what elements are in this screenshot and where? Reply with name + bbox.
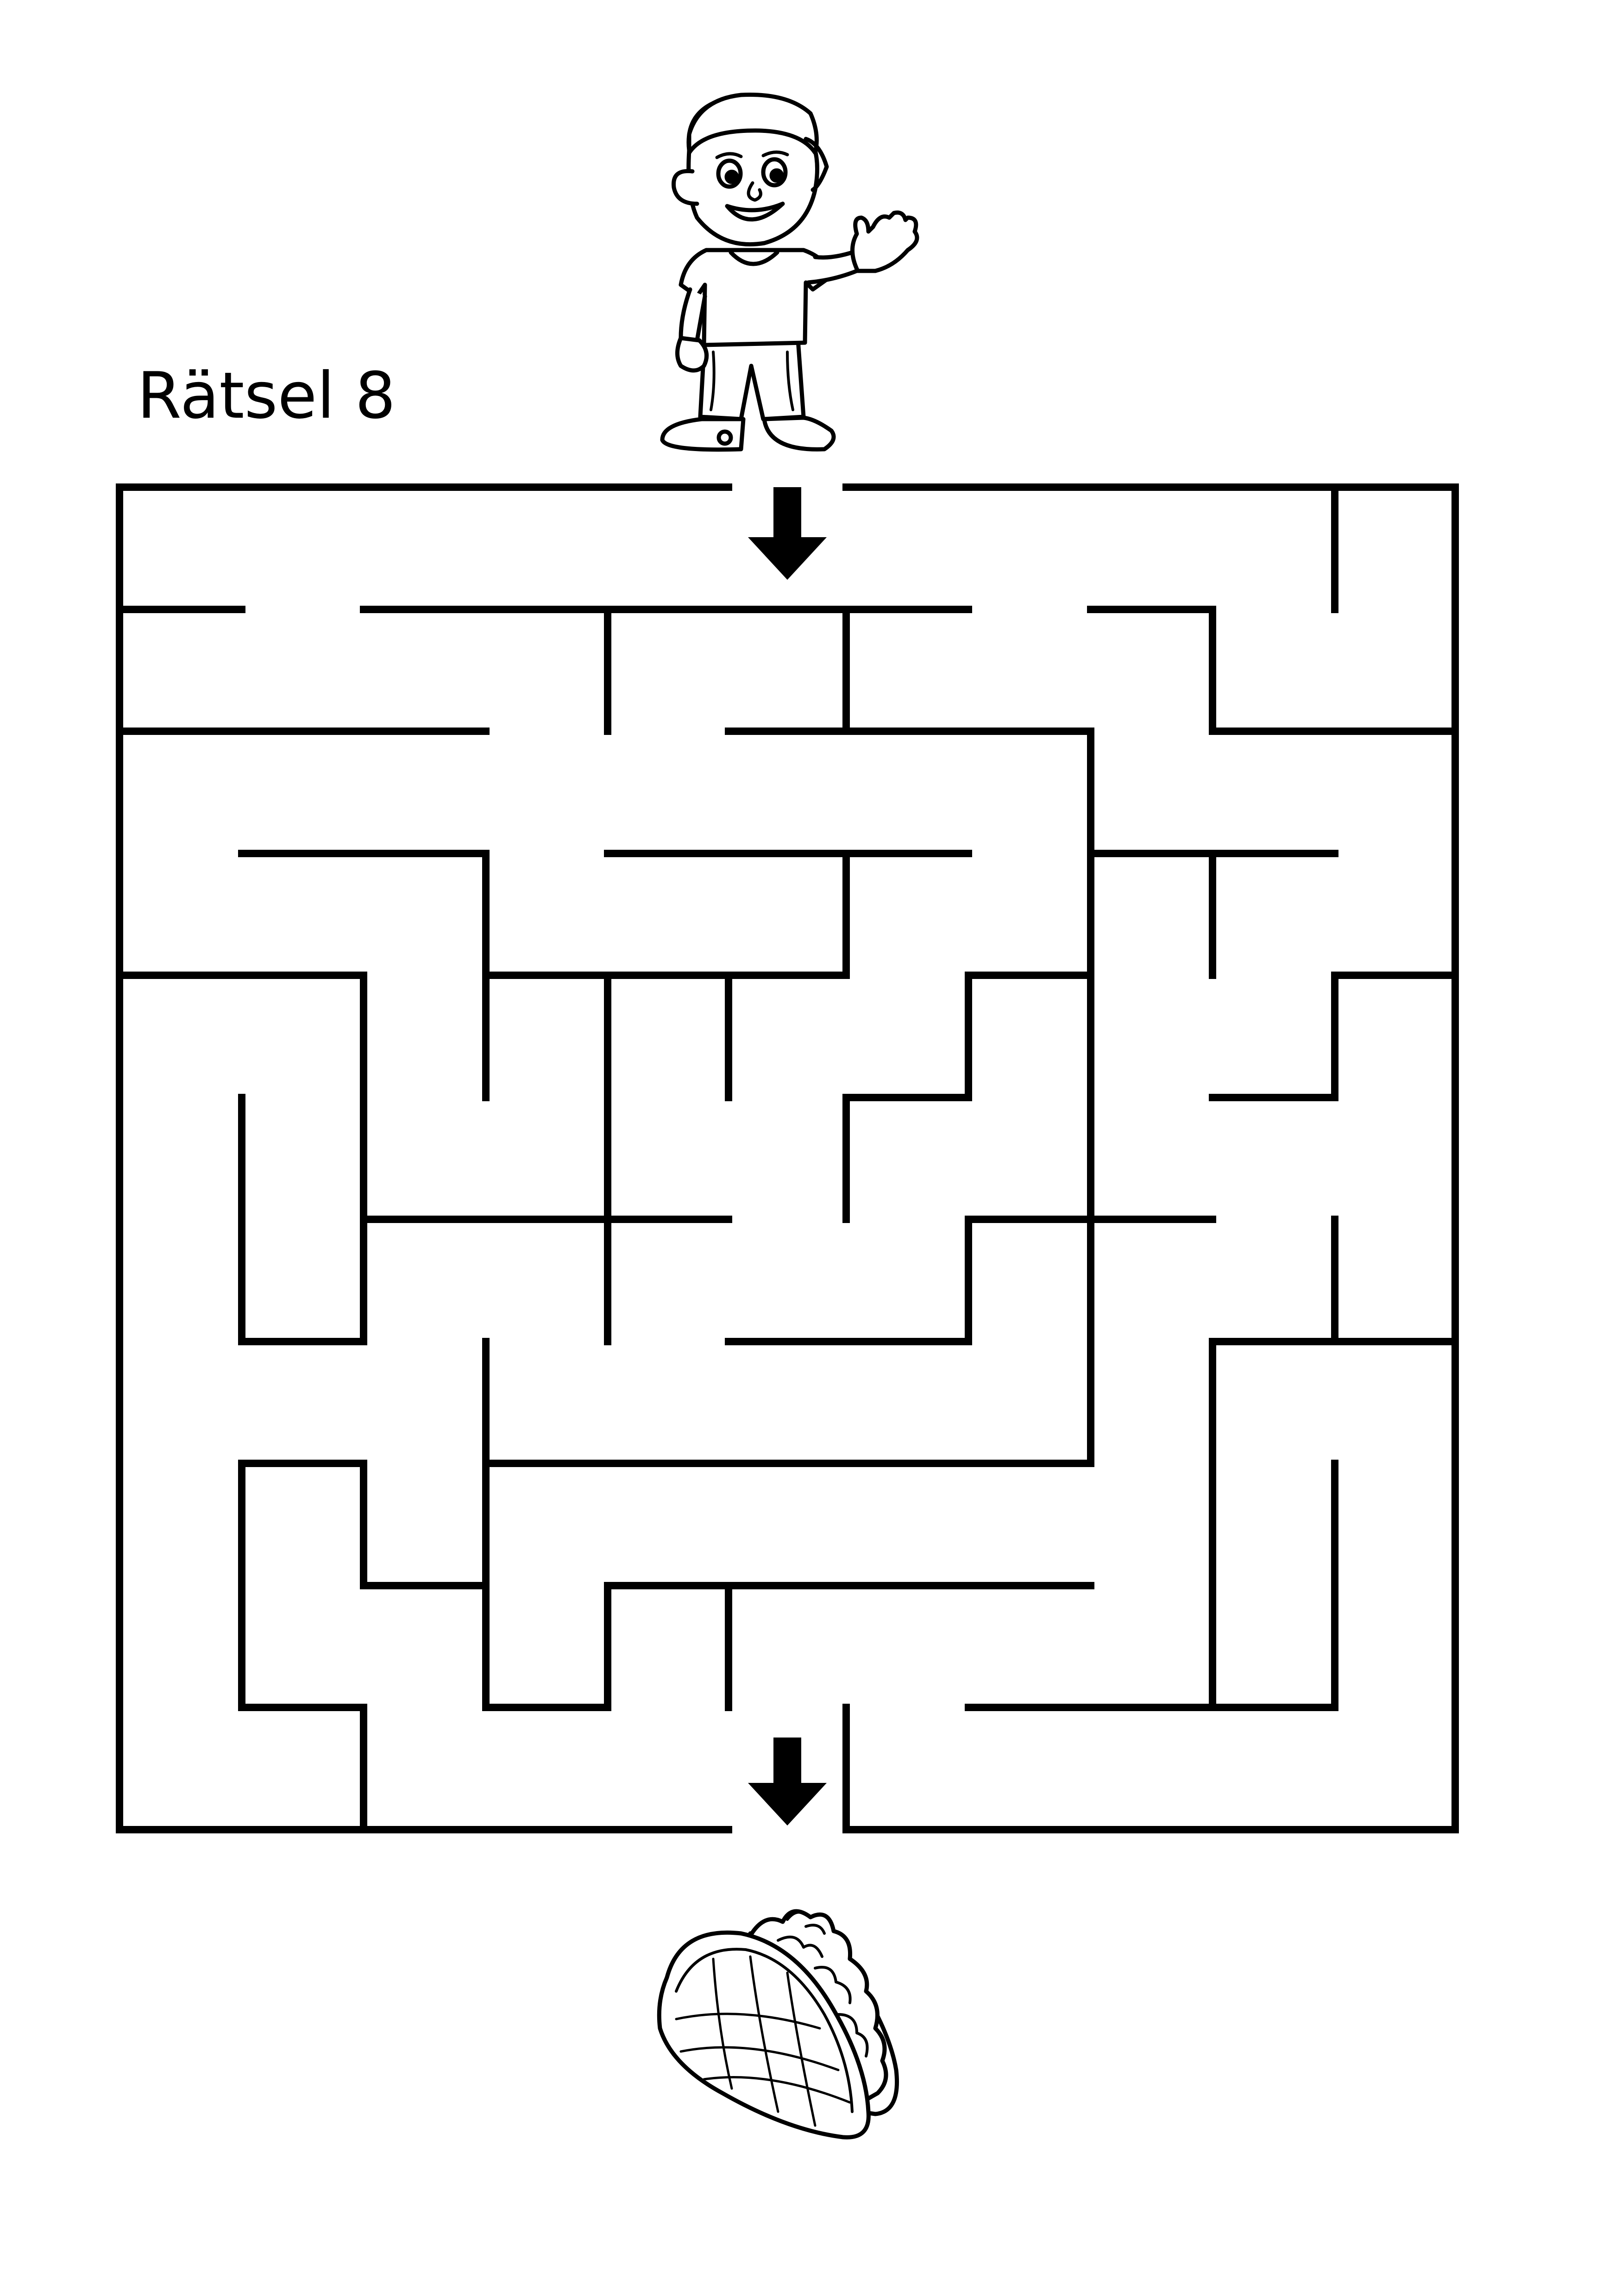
arrow-down-icon — [748, 1738, 827, 1826]
boy-waving-icon — [660, 93, 919, 452]
maze-walls — [116, 483, 1459, 1833]
taco-icon — [657, 1909, 899, 2139]
puzzle-title: Rätsel 8 — [137, 358, 396, 433]
arrow-down-icon — [748, 487, 827, 580]
